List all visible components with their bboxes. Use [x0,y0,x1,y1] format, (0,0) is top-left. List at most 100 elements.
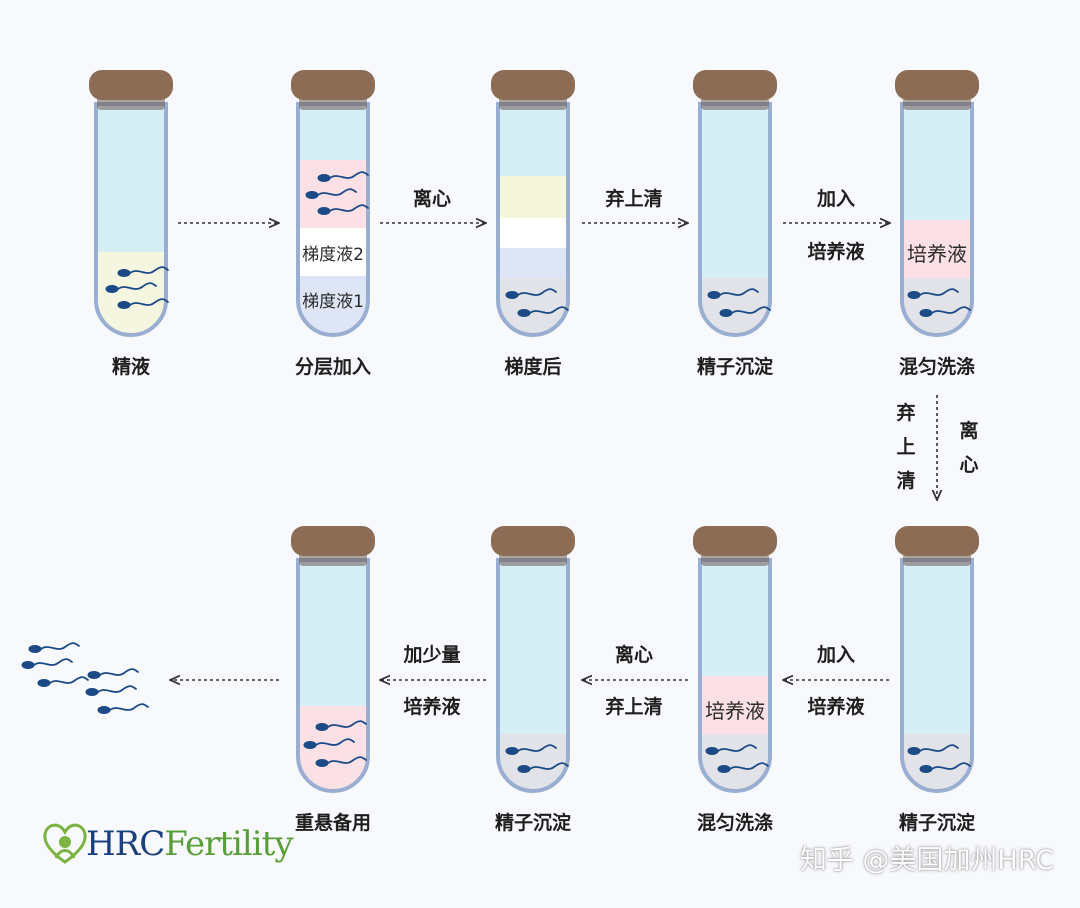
tube-pellet-1 [693,70,777,337]
step-vertical-centrifuge: 离心 [959,420,979,476]
caption-after-gradient: 梯度后 [504,356,562,378]
tube-wash-1-cap [895,70,979,100]
tube-pellet-2-sperm-0-tail [919,744,959,752]
tube-wash-1-glass [900,102,974,337]
tube-pellet-3-sperm-0-head [505,747,519,755]
logo-prefix: HRC [86,824,165,864]
tube-resuspend-sperm-1 [303,738,355,749]
tube-wash-2-sperm-0-head [705,747,719,755]
step-b-add-line2: 培养液 [807,696,865,718]
tube-pellet-2-layer-0 [902,734,972,791]
tube-gradient-sperm-0-head [505,291,519,299]
caption-sperm-pellet-1: 精子沉淀 [696,356,774,378]
tube-gradient-glass [496,102,570,337]
tube-gradient-sperm-1-tail [529,306,569,314]
tube-pellet-3-sperm-1-head [517,765,531,773]
tube-wash-1-sperm-0 [907,288,959,299]
tube-resuspend-sperm-0-head [315,723,329,731]
tube-wash-1-sperm-0-tail [919,288,959,296]
tube-pellet-3-layer-0 [498,734,568,791]
tube-wash-2-sperm-1-head [717,765,731,773]
free-sperm-0-tail [40,642,80,650]
tube-layering-sperm-1-head [305,191,319,199]
tube-pellet-3-sperm-1-tail [529,762,569,770]
tube-semen-sperm-0-tail [129,266,169,274]
tube-pellet-2 [895,526,979,793]
tube-layering-glass [296,102,370,337]
tube-pellet-1-layer-0 [700,278,770,335]
free-sperm-2-head [37,679,51,687]
tube-resuspend-sperm-2 [315,756,367,767]
tube-wash-2-sperm-0-tail [717,744,757,752]
step-b-centrifuge: 离心 [614,644,654,666]
tube-semen-sperm-1-tail [117,282,157,290]
tube-pellet-2-sperm-0-head [907,747,921,755]
caption-semen: 精液 [111,356,151,378]
tube-resuspend-cap [291,526,375,556]
tube-semen-sperm-2-head [117,301,131,309]
tube-resuspend-sperm-0-tail [327,720,367,728]
heart-logo-icon [43,823,87,864]
tube-gradient-sperm-0 [505,288,557,299]
tube-gradient-sperm-1 [517,306,569,317]
tube-pellet-2-sperm-1-tail [931,762,971,770]
tube-pellet-2-cap [895,526,979,556]
tube-wash-1-sperm-0-head [907,291,921,299]
tube-gradient-cap [491,70,575,100]
tube-pellet-1-sperm-1-tail [731,306,771,314]
free-sperm-5-tail [109,703,149,711]
tube-pellet-2-sperm-1-head [919,765,933,773]
free-sperm-3-tail [99,668,139,676]
tube-pellet-3-sperm-0-tail [517,744,557,752]
tube-semen-sperm-0 [117,266,169,277]
step-vertical-discard: 弃上清 [896,402,916,492]
tube-gradient-layer-2 [498,248,568,278]
tube-wash-1-layer-1 [902,278,972,335]
tube-layering-sperm-0-head [317,174,331,182]
tube-resuspend-sperm-1-tail [315,738,355,746]
logo-wordmark: HRCFertility [86,824,294,864]
tube-wash-2-cap [693,526,777,556]
tube-gradient-layer-1 [498,218,568,248]
tube-wash-2-sperm-1-tail [729,762,769,770]
caption-sperm-pellet-2: 精子沉淀 [898,812,976,834]
free-sperm-2-tail [49,676,89,684]
tube-pellet-1-cap [693,70,777,100]
tube-wash-1-sperm-1 [919,306,971,317]
free-sperm-1-tail [33,658,73,666]
tube-wash-1 [895,70,979,337]
tube-pellet-3-sperm-1 [517,762,569,773]
tube-layering-sperm-2-tail [329,204,369,212]
tube-gradient [491,70,575,337]
step-b-add-small-line2: 培养液 [403,696,461,718]
free-sperm-5-head [97,706,111,714]
tube-semen-cap [89,70,173,100]
free-sperm-4 [85,685,137,696]
tube-pellet-1-sperm-0 [707,288,759,299]
tube-wash-1-layer-0 [902,220,972,278]
label-gradient-1: 梯度液1 [302,292,364,312]
tube-layering-layer-1 [298,228,368,276]
tube-semen-glass [94,102,168,337]
tube-wash-2-sperm-0 [705,744,757,755]
tube-semen-liquid [96,104,166,335]
tube-wash-2-layer-0 [700,676,770,734]
label-gradient-2: 梯度液2 [302,245,364,265]
free-sperm-4-head [85,688,99,696]
logo-suffix: Fertility [164,824,293,864]
caption-mix-wash-1: 混匀洗涤 [898,356,976,378]
tube-semen [89,70,173,337]
label-medium-top: 培养液 [907,242,967,266]
tube-gradient-layer-0 [498,176,568,218]
step-add-line2: 培养液 [807,241,865,263]
tube-semen-sperm-2-tail [129,298,169,306]
tube-wash-2 [693,526,777,793]
tube-semen-sperm-2 [117,298,169,309]
free-sperm-0-head [28,645,42,653]
step-b-add-line1: 加入 [816,644,856,666]
tube-resuspend-sperm-2-head [315,759,329,767]
free-sperm-3 [87,668,139,679]
free-sperm-3-head [87,671,101,679]
